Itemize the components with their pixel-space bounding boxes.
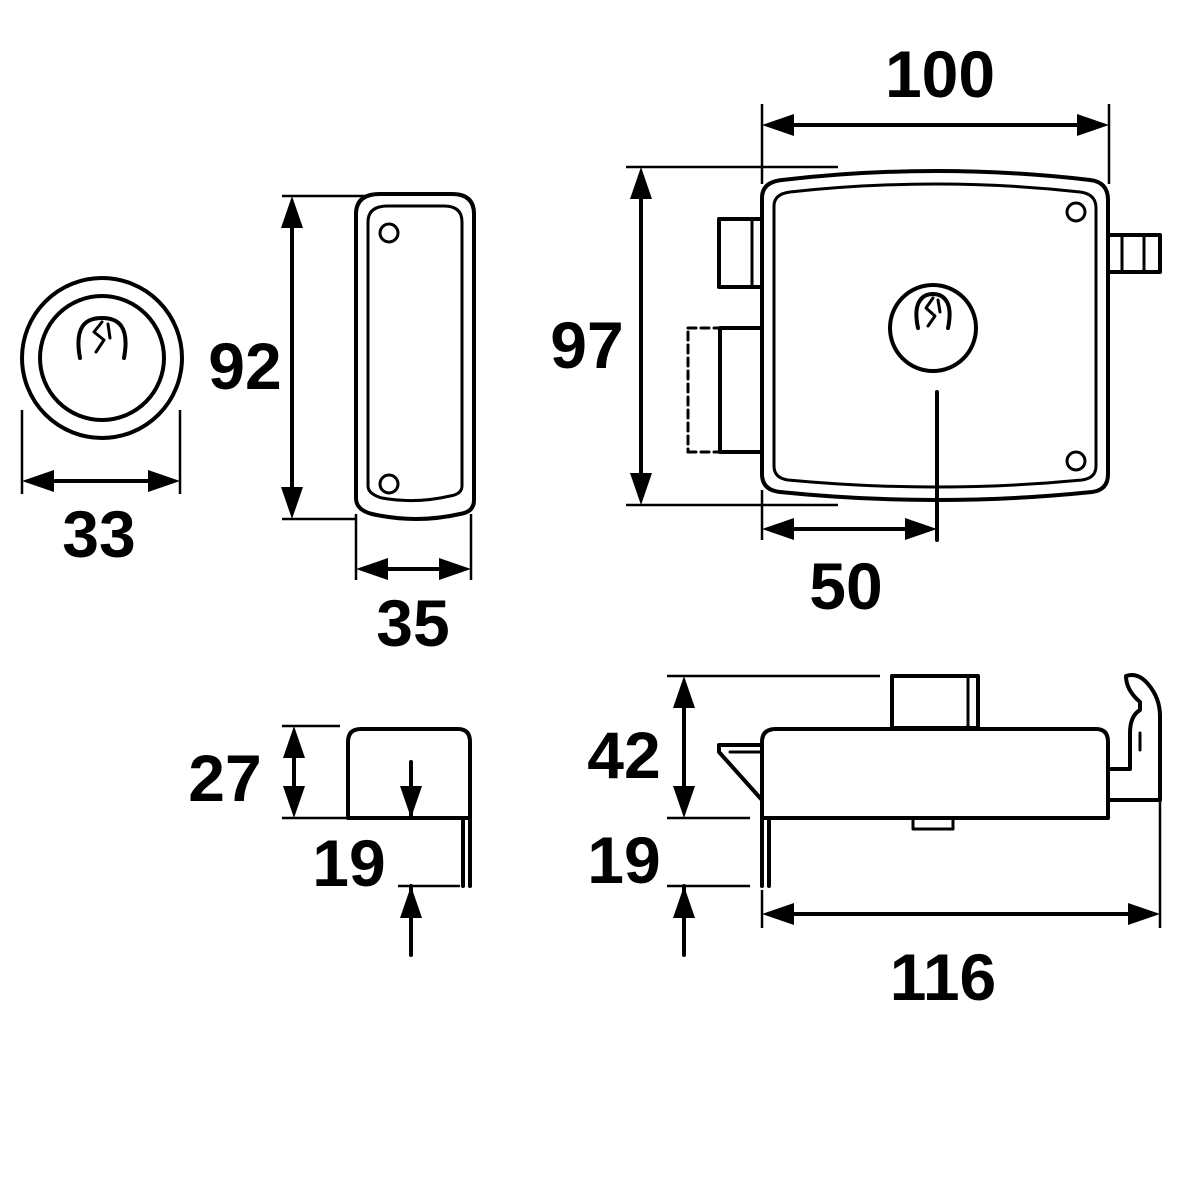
front-plate-view: 92 35 [208,192,476,660]
dim-lock-width: 100 [885,37,995,111]
lock-side-view: 42 19 116 [587,673,1162,1014]
keeper-view: 27 19 [188,724,472,957]
lock-body-front-view: 100 97 50 [550,37,1162,623]
dim-front-plate-height: 92 [208,329,281,403]
dim-side-offset: 19 [587,823,660,897]
dim-cylinder-diameter: 33 [62,497,135,571]
dim-side-height: 42 [587,718,660,792]
cylinder-rose-view: 33 [20,276,184,571]
dim-keeper-offset: 19 [312,826,385,900]
dim-overall-length: 116 [890,940,996,1014]
dim-front-plate-width: 35 [376,586,449,660]
dim-keeper-height: 27 [188,741,261,815]
dim-lock-height: 97 [550,308,623,382]
dim-key-center-offset: 50 [809,549,882,623]
